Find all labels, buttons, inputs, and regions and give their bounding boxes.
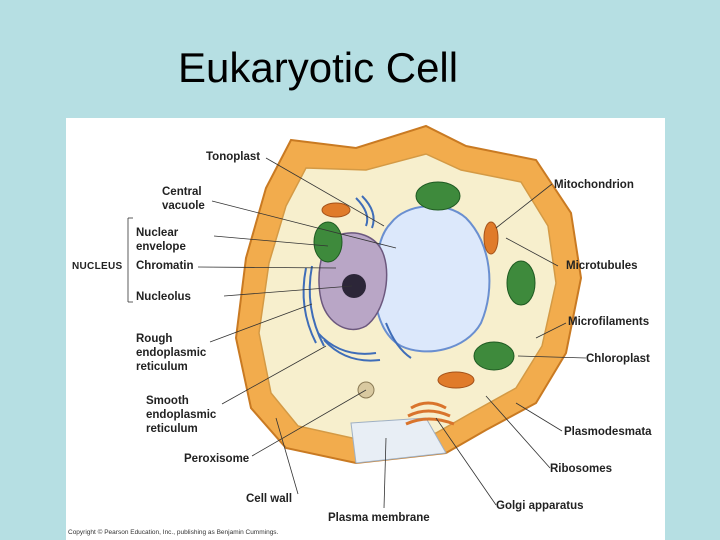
label-nucleolus: Nucleolus <box>136 291 191 303</box>
label-microfilaments: Microfilaments <box>568 316 649 328</box>
golgi-apparatus <box>405 401 455 426</box>
slide-title: Eukaryotic Cell <box>178 44 459 91</box>
label-mitochondrion: Mitochondrion <box>554 179 634 191</box>
chloroplast <box>473 341 515 371</box>
label-smooth-er-3: reticulum <box>146 423 198 435</box>
mitochondrion <box>483 221 499 255</box>
chloroplast <box>313 221 343 263</box>
label-ribosomes: Ribosomes <box>550 463 612 475</box>
label-smooth-er-2: endoplasmic <box>146 409 217 421</box>
mitochondrion <box>321 202 351 218</box>
label-peroxisome: Peroxisome <box>184 453 249 465</box>
label-plasma-membrane: Plasma membrane <box>328 512 430 524</box>
central-vacuole <box>373 205 491 353</box>
label-tonoplast: Tonoplast <box>206 151 260 163</box>
label-cell-wall: Cell wall <box>246 493 292 505</box>
chloroplast <box>506 260 536 306</box>
copyright-text: Copyright © Pearson Education, Inc., pub… <box>68 528 279 536</box>
label-nuclear-envelope-2: envelope <box>136 241 186 253</box>
label-nucleus: NUCLEUS <box>72 261 122 272</box>
cell-diagram: Tonoplast Central vacuole Nuclear envelo… <box>66 118 665 540</box>
label-microtubules: Microtubules <box>566 260 638 272</box>
label-central-vacuole-1: Central <box>162 186 202 198</box>
label-golgi: Golgi apparatus <box>496 500 584 512</box>
cell-diagram-svg: Tonoplast Central vacuole Nuclear envelo… <box>68 124 652 536</box>
label-rough-er-1: Rough <box>136 333 172 345</box>
er-top <box>355 195 375 229</box>
label-plasmodesmata: Plasmodesmata <box>564 426 652 438</box>
mitochondrion <box>437 371 475 389</box>
label-chloroplast: Chloroplast <box>586 353 650 365</box>
plasma-membrane-shape <box>350 417 447 464</box>
label-smooth-er-1: Smooth <box>146 395 189 407</box>
leader-lines <box>127 157 587 509</box>
label-rough-er-2: endoplasmic <box>136 347 207 359</box>
nucleolus <box>342 274 366 298</box>
chloroplast <box>415 181 461 211</box>
label-chromatin: Chromatin <box>136 260 194 272</box>
label-central-vacuole-2: vacuole <box>162 200 205 212</box>
label-rough-er-3: reticulum <box>136 361 188 373</box>
label-nuclear-envelope-1: Nuclear <box>136 227 179 239</box>
